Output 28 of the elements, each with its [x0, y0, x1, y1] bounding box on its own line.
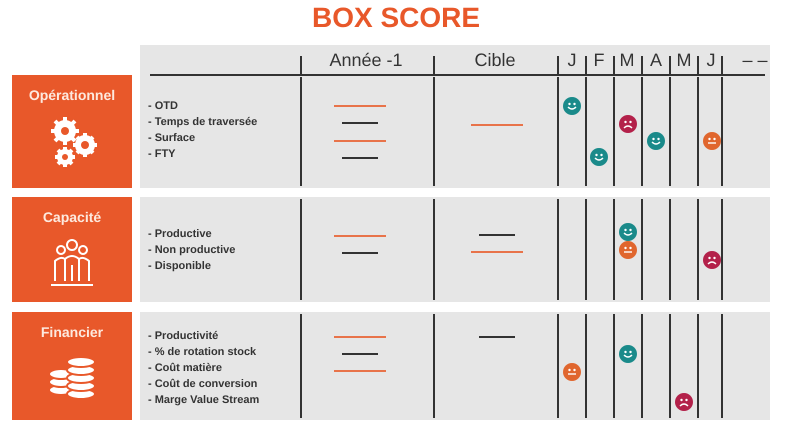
indicator-text: - Productive: [148, 227, 212, 242]
indicator-text: - Surface: [148, 131, 196, 146]
category-box: [12, 312, 132, 420]
indicator-text: - Temps de traversée: [148, 115, 258, 130]
indicator-text: - Coût de conversion: [148, 377, 258, 392]
column-header: Cible: [474, 50, 516, 71]
column-header: Année -1: [329, 50, 403, 71]
indicator-text: - Marge Value Stream: [148, 393, 260, 408]
column-header: J: [706, 50, 716, 71]
category-heading: Opérationnel: [28, 87, 116, 103]
column-header: M: [620, 50, 634, 71]
column-header: – –: [742, 50, 768, 71]
indicator-text: - Disponible: [148, 259, 211, 274]
column-header: M: [676, 50, 692, 71]
title: BOX SCORE: [310, 2, 482, 34]
indicator-text: - Non productive: [148, 243, 236, 258]
column-header: F: [594, 50, 604, 71]
column-header: J: [568, 50, 576, 71]
indicator-text: - % de rotation stock: [148, 345, 256, 360]
indicator-text: - Productivité: [148, 329, 218, 344]
category-box: [12, 197, 132, 302]
category-heading: Financier: [40, 324, 104, 340]
category-box: [12, 75, 132, 188]
indicator-text: - Coût matière: [148, 361, 222, 376]
indicator-text: - OTD: [148, 99, 178, 114]
category-heading: Capacité: [42, 209, 102, 225]
indicator-text: - FTY: [148, 147, 176, 162]
column-header: A: [650, 50, 662, 71]
